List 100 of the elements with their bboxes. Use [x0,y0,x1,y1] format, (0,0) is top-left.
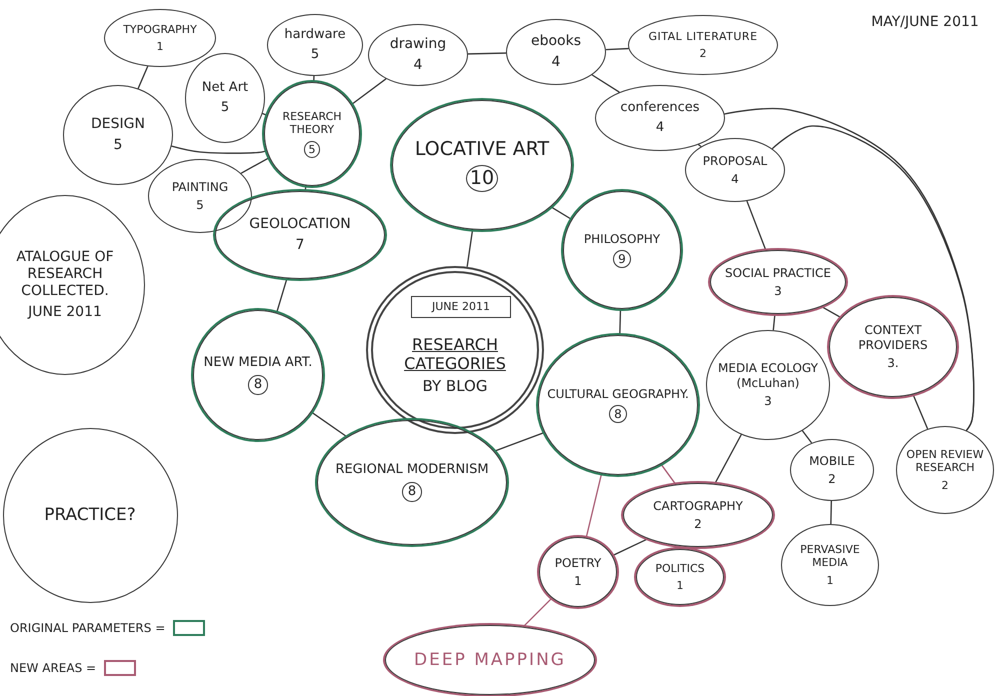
category-bubble [506,19,606,85]
secondary-label: 4 [731,172,739,186]
category-bubble [628,15,778,75]
connector-line [586,473,602,538]
secondary-label: JUNE 2011 [28,304,102,321]
secondary-label: 3 [774,284,782,298]
category-label: DESIGN [91,116,145,133]
secondary-label: 4 [656,120,664,136]
category-label: JUNE 2011 [432,300,490,314]
category-bubble [392,100,572,230]
category-bubble [896,426,994,514]
connector-line [468,52,506,55]
category-label: ebooks [530,33,582,50]
category-label: PAINTING [172,180,228,194]
category-label: POLITICS [655,562,705,575]
connector-line [304,186,307,192]
circled-count: 5 [304,140,320,158]
category-bubble [623,483,773,547]
category-label: PERVASIVE MEDIA [799,543,861,570]
category-bubble [185,53,265,143]
category-label: GITAL LITERATURE [648,30,758,43]
category-bubble [267,14,363,76]
connector-line [660,464,676,485]
secondary-label: 7 [296,237,304,254]
secondary-label: 4 [552,54,560,71]
connector-line [612,538,648,556]
secondary-label: 3 [764,394,772,409]
secondary-label: 2 [694,517,702,532]
legend-label: ORIGINAL PARAMETERS = [10,621,166,635]
category-label: MOBILE [809,454,855,468]
connector-line [592,74,620,93]
secondary-label: BY BLOG [422,377,488,396]
category-bubble [63,85,173,185]
category-label: LOCATIVE ART [414,138,550,161]
category-bubble [264,82,360,186]
category-label: PHILOSOPHY [584,232,660,246]
category-label: GEOLOCATION [249,216,351,233]
category-label: DEEP MAPPING [414,650,566,670]
connector-line [262,112,268,116]
category-label: REGIONAL MODERNISM [335,462,489,478]
connector-line [311,412,348,438]
category-label: CULTURAL GEOGRAPHY. [547,386,689,401]
connector-line [138,66,148,89]
category-label: drawing [390,36,446,53]
connector-line [351,78,386,106]
connector-line [912,394,928,430]
category-bubble [538,335,698,475]
connector-line [619,308,622,336]
connector-line [698,144,702,148]
category-bubble [385,625,595,695]
connector-line [830,500,832,524]
connector-line [772,314,776,330]
category-label: RESEARCH CATEGORIES [403,334,507,374]
connector-line [714,434,742,484]
secondary-label: 5 [310,47,320,63]
category-label: hardware [284,27,346,43]
central-hatched-ellipse [366,266,544,434]
secondary-label: 1 [826,574,834,587]
circled-count: 8 [248,375,268,395]
category-bubble [706,330,830,440]
category-label: RESEARCH THEORY [281,110,343,137]
category-label: POETRY [554,556,602,570]
category-bubble [104,9,216,67]
secondary-label: 2 [942,478,948,492]
secondary-label: 4 [414,57,422,74]
category-label: conferences [620,100,700,116]
connector-line [802,430,812,444]
category-bubble [215,191,385,279]
connector-line [746,200,767,251]
category-bubble [829,297,957,397]
secondary-label: 5 [220,100,230,116]
connector-line [821,306,842,318]
category-label: OPEN REVIEW RESEARCH [905,448,985,475]
connector-line [313,76,315,82]
category-bubble [148,159,252,233]
circled-count: 9 [613,250,631,268]
legend-label: NEW AREAS = [10,661,96,675]
category-bubble [2,428,178,602]
secondary-label: 5 [196,198,204,212]
category-bubble [685,138,785,202]
secondary-label: 1 [676,579,684,592]
category-bubble [781,524,879,606]
connector-line [276,278,288,313]
circled-count: 8 [402,482,422,502]
secondary-label: 1 [574,574,582,588]
category-bubble [636,549,724,605]
secondary-label: 2 [700,47,706,60]
circled-count: 10 [466,165,498,192]
category-label: CONTEXT PROVIDERS [857,323,929,352]
category-bubble [317,420,507,544]
date-box [411,296,511,318]
date-note: MAY/JUNE 2011 [870,14,980,30]
secondary-label: 2 [828,472,836,486]
category-label: ATALOGUE OF RESEARCH COLLECTED. [15,249,115,300]
category-bubble [193,310,323,440]
connector-line [466,230,474,267]
circled-count: 8 [609,405,627,424]
connector-line [550,206,572,220]
secondary-label: 5 [114,137,122,154]
category-bubble [563,191,681,309]
